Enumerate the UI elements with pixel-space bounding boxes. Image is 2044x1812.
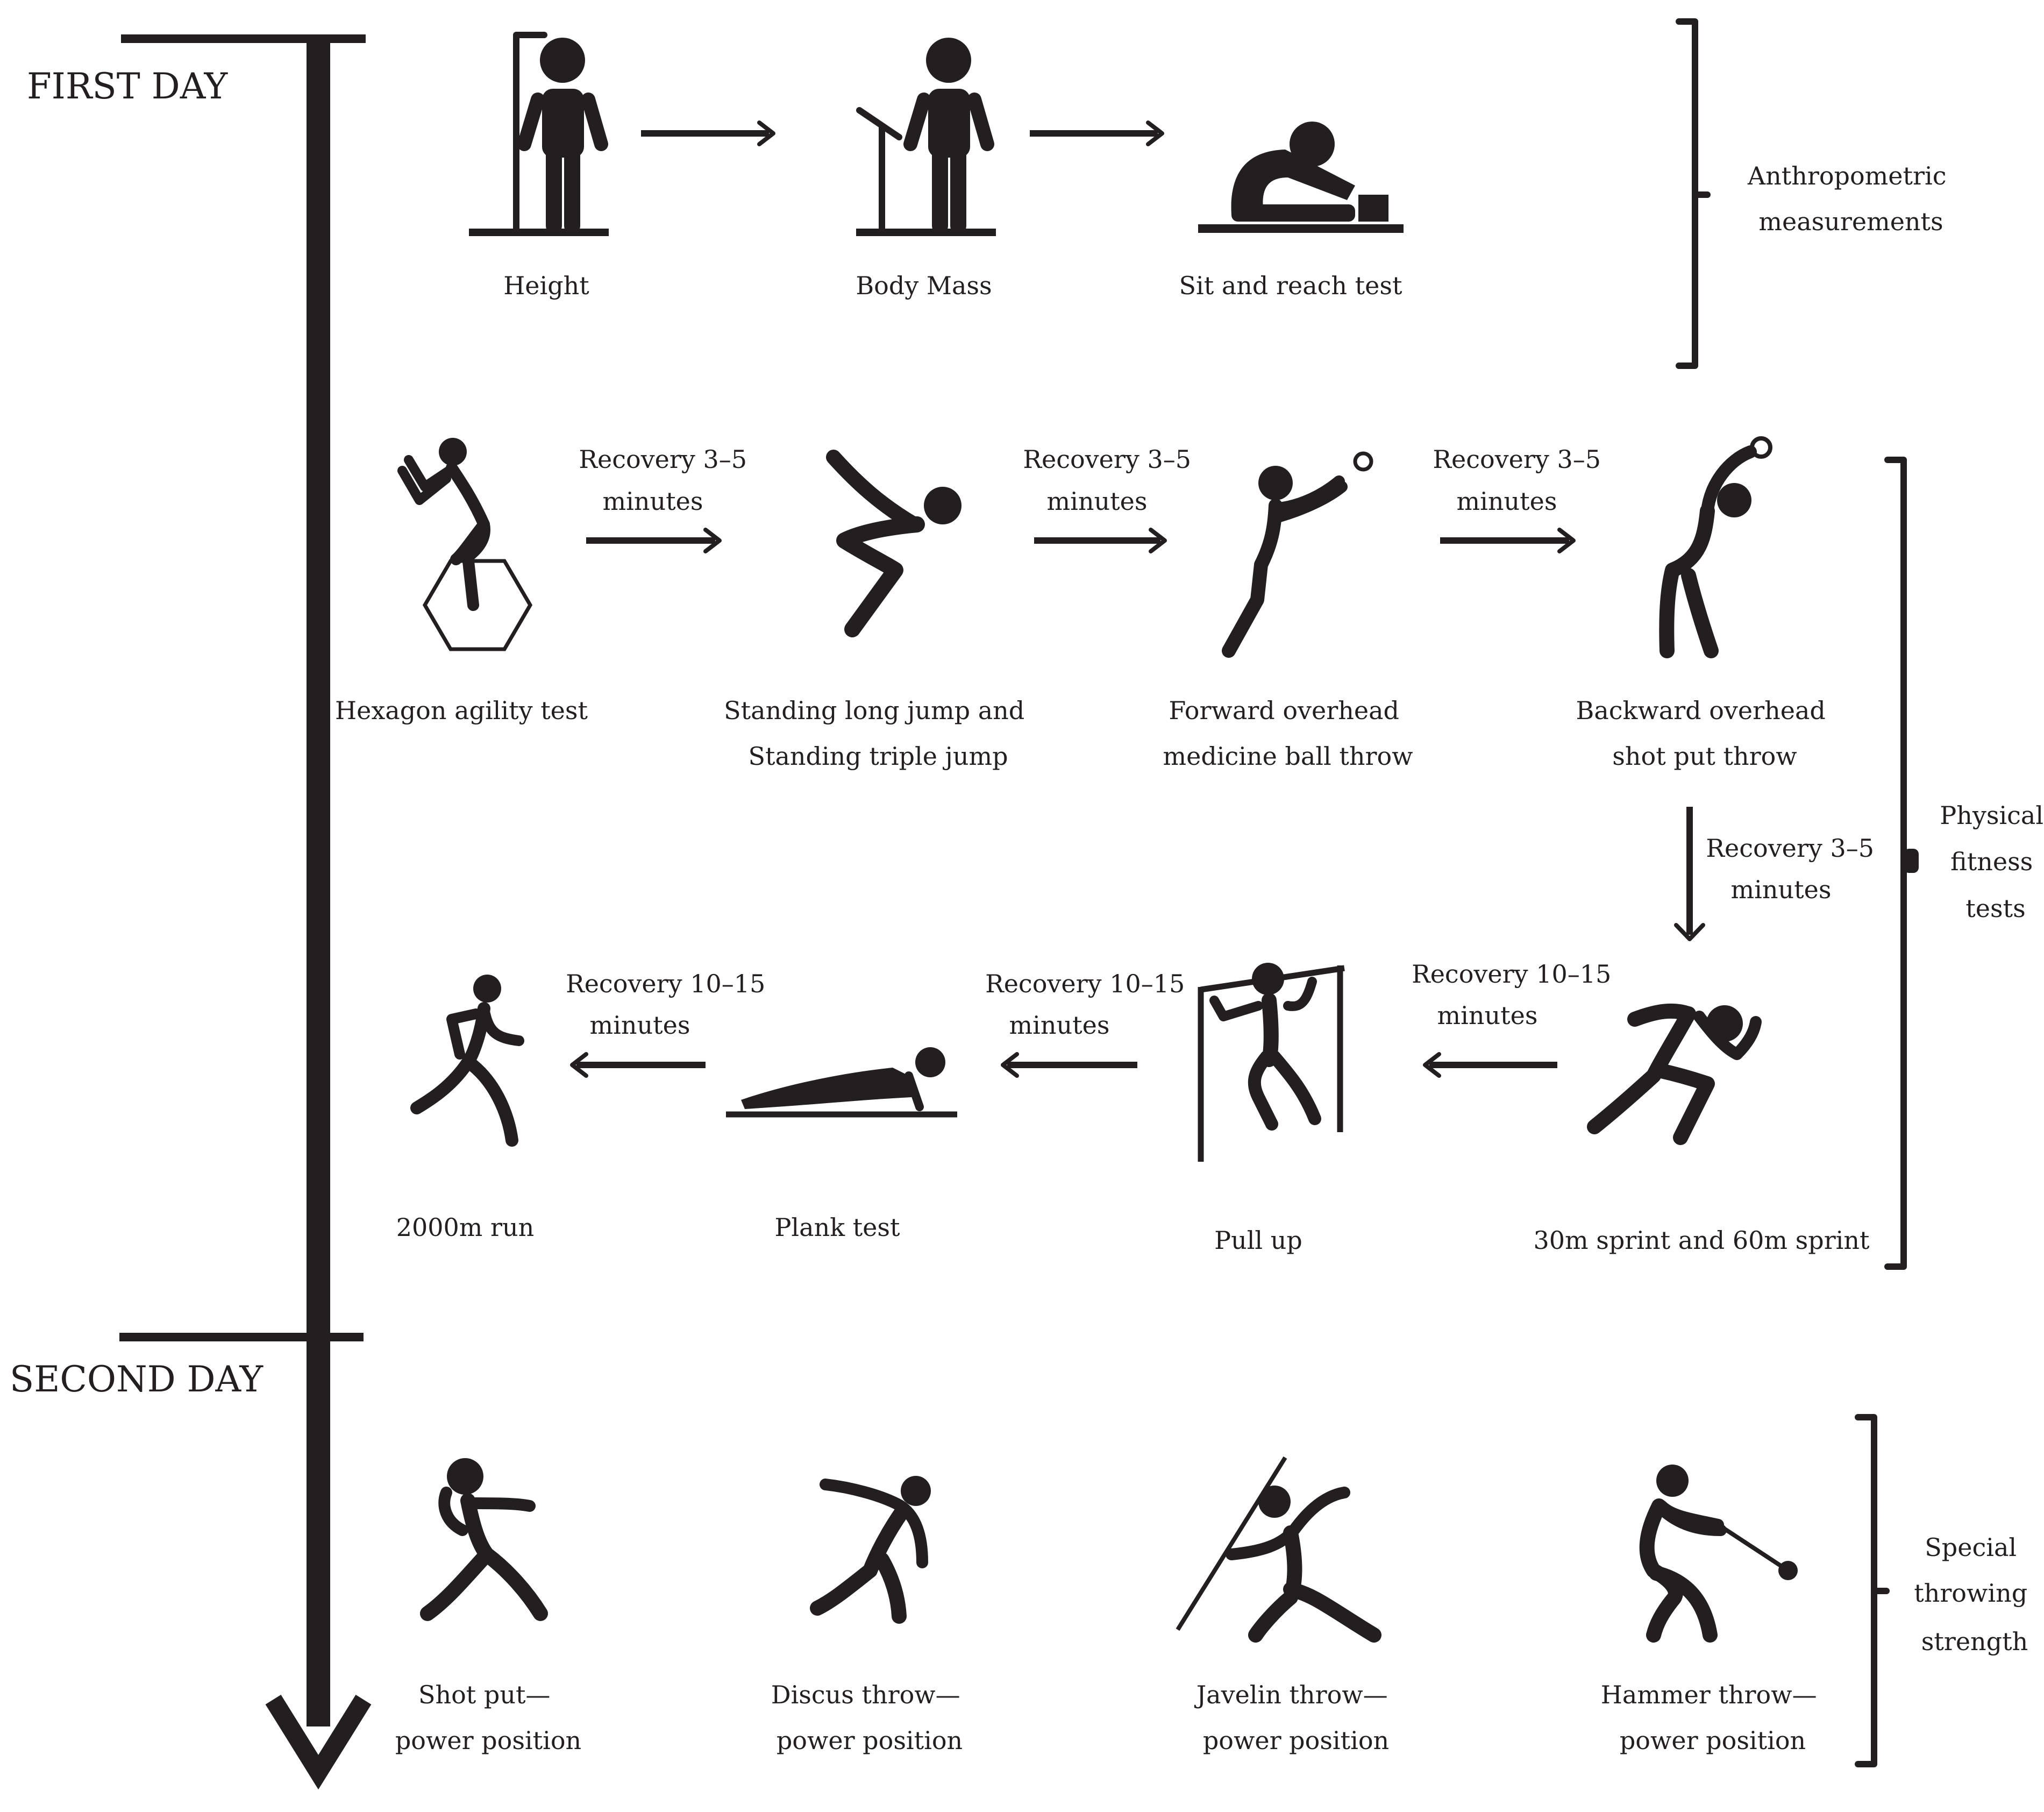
sprint-icon (1587, 1003, 1762, 1145)
arrow-sprint-to-pull-up (1423, 1052, 1557, 1078)
jumps-label: Standing long jump and Standing triple j… (724, 696, 1032, 771)
arrow-forward-to-backward-throw (1440, 528, 1576, 553)
javelin-icon (1176, 1456, 1381, 1643)
plank-icon (726, 1047, 957, 1118)
backward-throw-label: Backward overhead shot put throw (1576, 696, 1834, 771)
javelin-label: Javelin throw— power position (1194, 1680, 1396, 1755)
discus-icon (810, 1476, 931, 1624)
sprint-label: 30m sprint and 60m sprint (1533, 1226, 1870, 1255)
height-label: Height (503, 271, 589, 300)
body-mass-label: Body Mass (856, 271, 992, 300)
arrow-hexagon-to-jump (586, 528, 722, 553)
hammer-icon (1639, 1465, 1798, 1643)
arrow-pull-up-to-plank (1001, 1052, 1137, 1078)
recovery-label-6: Recovery 10–15 minutes (985, 969, 1193, 1040)
recovery-label-5: Recovery 10–15 minutes (1412, 960, 1619, 1030)
hexagon-agility-icon (397, 438, 533, 651)
pull-up-label: Pull up (1214, 1226, 1302, 1255)
arrow-plank-to-run (570, 1052, 706, 1078)
discus-label: Discus throw— power position (771, 1680, 968, 1755)
special-throwing-group-label: Special throwing strength (1914, 1533, 2035, 1656)
run-label: 2000m run (396, 1213, 535, 1242)
first-day-label: FIRST DAY (27, 66, 229, 107)
recovery-label-3: Recovery 3–5 minutes (1433, 445, 1608, 516)
timeline (119, 34, 372, 1790)
hammer-label: Hammer throw— power position (1601, 1680, 1825, 1755)
forward-throw-label: Forward overhead medicine ball throw (1163, 696, 1413, 771)
shot-put-icon (420, 1458, 548, 1621)
second-day-label: SECOND DAY (10, 1359, 264, 1400)
arrow-jump-to-forward-throw (1034, 528, 1167, 553)
arrow-height-to-mass (641, 120, 775, 146)
arrow-mass-to-sit-reach (1030, 120, 1164, 146)
long-jump-icon (826, 450, 962, 637)
plank-label: Plank test (774, 1213, 900, 1242)
backward-throw-icon (1659, 436, 1772, 658)
anthropometric-group-label: Anthropometric measurements (1747, 161, 1954, 236)
special-throwing-brace (1855, 1414, 1890, 1767)
physical-fitness-brace (1884, 457, 1919, 1270)
sit-reach-label: Sit and reach test (1179, 271, 1402, 300)
arrow-backward-to-sprint (1674, 807, 1705, 941)
anthropometric-brace (1676, 18, 1711, 369)
forward-throw-icon (1222, 451, 1373, 658)
pull-up-icon (1198, 963, 1345, 1162)
run-icon (410, 975, 524, 1147)
recovery-label-1: Recovery 3–5 minutes (579, 445, 754, 516)
sit-reach-icon (1198, 122, 1404, 233)
body-mass-icon (856, 38, 996, 236)
recovery-label-4: Recovery 3–5 minutes (1706, 834, 1882, 904)
hexagon-agility-label: Hexagon agility test (335, 696, 588, 725)
recovery-label-2: Recovery 3–5 minutes (1023, 445, 1199, 516)
physical-fitness-group-label: Physical fitness tests (1940, 801, 2044, 923)
recovery-label-7: Recovery 10–15 minutes (566, 969, 773, 1040)
height-icon (469, 32, 609, 236)
shot-put-label: Shot put— power position (395, 1680, 581, 1755)
